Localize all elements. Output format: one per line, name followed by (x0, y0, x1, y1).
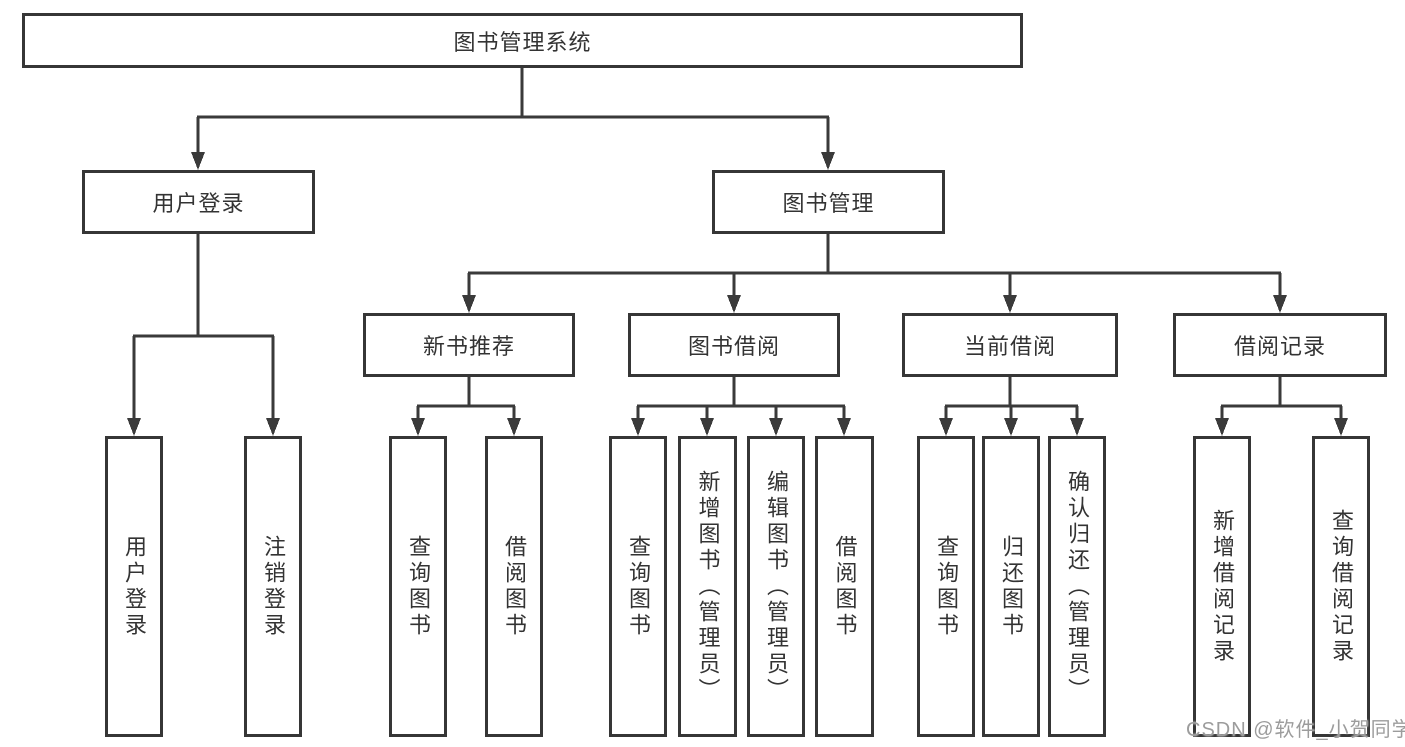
leaf-query-books-borrow: 查询图书 (609, 436, 667, 737)
leaf-add-borrow-record: 新增借阅记录 (1193, 436, 1251, 737)
node-library-system: 图书管理系统 (22, 13, 1023, 68)
leaf-add-book-admin: 新增图书（管理员） (678, 436, 737, 737)
leaf-query-borrow-record: 查询借阅记录 (1312, 436, 1370, 737)
connector-borrow-record-children (1220, 377, 1343, 420)
leaf-query-books-recommend: 查询图书 (389, 436, 447, 737)
connector-book-management-children (467, 234, 1282, 297)
node-current-borrow: 当前借阅 (902, 313, 1118, 377)
node-user-login: 用户登录 (82, 170, 315, 234)
arrowheads (127, 152, 1348, 436)
csdn-watermark: CSDN @软件_小贺同学 (1186, 719, 1405, 741)
leaf-logout: 注销登录 (244, 436, 302, 737)
leaf-edit-book-admin: 编辑图书（管理员） (747, 436, 805, 737)
leaf-query-books-current: 查询图书 (917, 436, 975, 737)
node-book-borrow: 图书借阅 (628, 313, 840, 377)
leaf-confirm-return-admin: 确认归还（管理员） (1048, 436, 1106, 737)
node-borrow-records: 借阅记录 (1173, 313, 1387, 377)
connector-new-book-children (416, 377, 516, 420)
connector-root-to-level1 (196, 68, 830, 154)
connector-current-borrow-children (944, 377, 1079, 420)
leaf-return-book: 归还图书 (982, 436, 1040, 737)
leaf-borrow-books: 借阅图书 (815, 436, 874, 737)
connector-user-login-children (132, 234, 275, 420)
node-book-management: 图书管理 (712, 170, 945, 234)
node-new-book-recommend: 新书推荐 (363, 313, 575, 377)
connector-book-borrow-children (636, 377, 846, 420)
leaf-user-login: 用户登录 (105, 436, 163, 737)
leaf-borrow-books-recommend: 借阅图书 (485, 436, 543, 737)
